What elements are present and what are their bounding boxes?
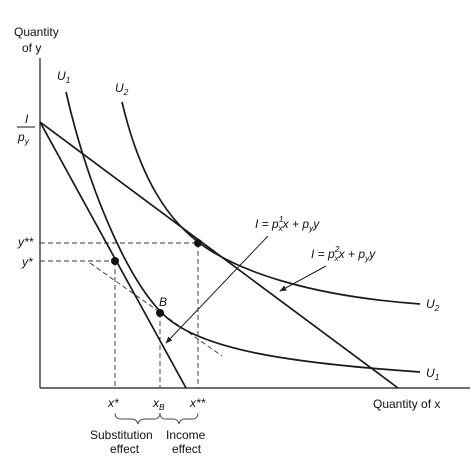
- substitution-effect-label-line1: Substitution: [90, 428, 153, 442]
- y-axis-label-line1: Quantity: [14, 25, 59, 39]
- point-b: [156, 309, 164, 317]
- compensated-budget-line: [89, 262, 223, 357]
- point-c: [194, 239, 202, 247]
- u1-top-label: U1: [57, 69, 71, 85]
- budget-line-1: [39, 121, 187, 389]
- income-effect-label-line2: effect: [172, 442, 202, 456]
- x-star-label: x*: [107, 396, 119, 410]
- income-over-price-numerator: I: [25, 112, 29, 126]
- indifference-curve-u2: [121, 101, 421, 305]
- x-b-label: xB: [152, 396, 165, 412]
- u2-right-label: U2: [426, 297, 440, 313]
- point-a: [111, 257, 119, 265]
- y-star-label: y*: [21, 255, 33, 269]
- u1-right-label: U1: [426, 366, 440, 382]
- income-effect-label-line1: Income: [166, 428, 206, 442]
- y-axis-label-line2: of y: [22, 41, 41, 55]
- budget-2-pointer-arrow: [279, 265, 327, 292]
- x-double-star-label: x**: [189, 396, 206, 410]
- u2-top-label: U2: [115, 81, 129, 97]
- y-double-star-label: y**: [17, 235, 34, 249]
- income-effect-brace: [159, 412, 199, 425]
- substitution-effect-brace: [114, 412, 161, 425]
- point-b-label: B: [159, 295, 167, 309]
- indifference-curve-u1: [65, 91, 421, 373]
- budget-1-pointer-arrow: [165, 235, 269, 344]
- x-axis-label: Quantity of x: [373, 397, 440, 411]
- income-over-price-denominator: py: [17, 130, 30, 146]
- substitution-effect-label-line2: effect: [110, 442, 140, 456]
